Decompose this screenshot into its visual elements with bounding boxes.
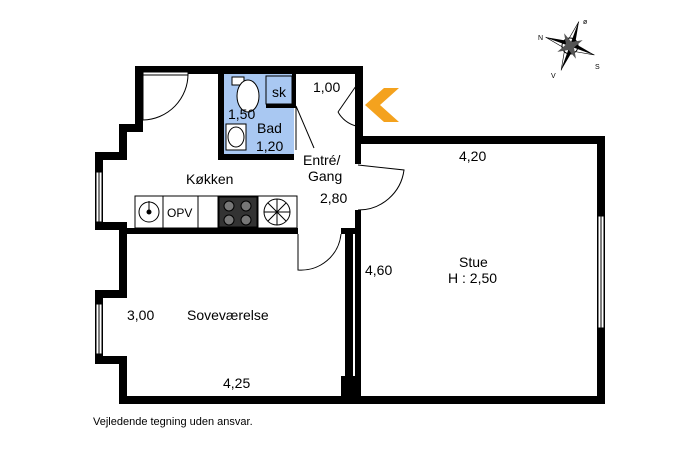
compass-o: ø <box>583 19 588 26</box>
stue-depth-label: 4,60 <box>365 262 392 278</box>
windows <box>95 171 605 355</box>
compass-v: V <box>551 73 556 80</box>
bad-width-label: 1,50 <box>228 106 255 122</box>
compass-s: S <box>595 64 600 71</box>
interior-walls <box>127 74 361 396</box>
stue-width-label: 4,20 <box>459 148 486 164</box>
opv-label: OPV <box>167 206 192 220</box>
compass-n: N <box>538 35 543 42</box>
disclaimer-text: Vejledende tegning uden ansvar. <box>93 416 253 428</box>
sovevaerelse-depth-label: 3,00 <box>127 307 154 323</box>
kokken-name-label: Køkken <box>186 171 233 187</box>
entre-depth-label: 2,80 <box>320 190 347 206</box>
stue-height-label: H : 2,50 <box>448 270 497 286</box>
stue-name-label: Stue <box>459 254 488 270</box>
entre-name-line2: Gang <box>308 168 342 184</box>
bad-name-label: Bad <box>257 120 282 136</box>
entre-width-label: 1,00 <box>313 79 340 95</box>
sovevaerelse-name-label: Soveværelse <box>187 307 269 323</box>
bad-area-label: 1,20 <box>256 138 283 154</box>
toilet-icon <box>236 79 260 113</box>
kitchen-counter <box>134 195 298 229</box>
sovevaerelse-width-label: 4,25 <box>223 375 250 391</box>
entre-name-line1: Entré/ <box>303 152 340 168</box>
compass-rose <box>545 21 595 71</box>
bathroom-fixtures <box>225 75 293 151</box>
sk-label: sk <box>272 84 287 100</box>
entrance-arrow-icon <box>365 88 399 122</box>
doors <box>142 71 405 271</box>
